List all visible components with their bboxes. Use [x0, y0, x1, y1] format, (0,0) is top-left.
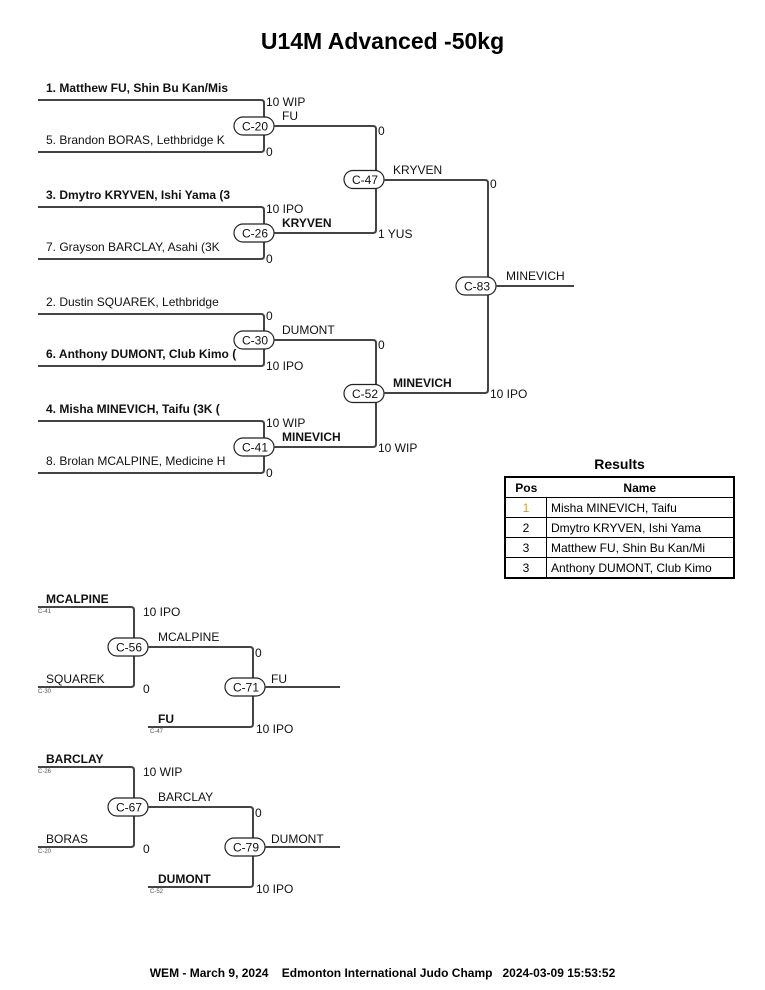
- contest-id-label: C-71: [233, 681, 259, 695]
- round1-winner: MINEVICH: [282, 430, 341, 444]
- results-pos: 3: [505, 537, 547, 558]
- rep-score: 10 IPO: [256, 882, 293, 896]
- contest-id-label: C-41: [242, 441, 268, 455]
- bronze-winner-label: DUMONT: [271, 832, 324, 846]
- results-panel: Results Pos Name 1 Misha MINEVICH, Taifu…: [504, 456, 735, 579]
- rep-entry-label: SQUAREK: [46, 672, 105, 686]
- rep-score: 0: [143, 682, 150, 696]
- round2-score: 0: [378, 124, 385, 138]
- entry-label: 4. Misha MINEVICH, Taifu (3K (: [46, 402, 220, 416]
- results-row: 3 Anthony DUMONT, Club Kimo: [505, 557, 734, 578]
- results-table: Pos Name 1 Misha MINEVICH, Taifu 2 Dmytr…: [504, 476, 735, 579]
- rep-entry-label: BORAS: [46, 832, 88, 846]
- entry-label: 7. Grayson BARCLAY, Asahi (3K: [46, 240, 220, 254]
- rep-entry-source: C-20: [38, 849, 52, 855]
- page-title: U14M Advanced -50kg: [260, 28, 505, 54]
- results-header-pos: Pos: [505, 477, 547, 498]
- rep-entry-source: C-30: [38, 689, 52, 695]
- results-name: Misha MINEVICH, Taifu: [546, 497, 734, 518]
- rep-entry-source: C-41: [38, 609, 52, 615]
- rep-entry-label: DUMONT: [158, 872, 211, 886]
- footer: WEM - March 9, 2024 Edmonton Internation…: [0, 966, 765, 980]
- rep-entry-label: MCALPINE: [46, 592, 109, 606]
- final-score: 0: [490, 177, 497, 191]
- rep-entry-source: C-52: [150, 889, 164, 895]
- bronze-winner-label: FU: [271, 672, 287, 686]
- results-name: Anthony DUMONT, Club Kimo: [546, 557, 734, 578]
- round2-score: 0: [378, 338, 385, 352]
- results-pos: 1: [505, 497, 547, 518]
- contest-id-label: C-26: [242, 227, 268, 241]
- contest-id-label: C-83: [464, 280, 490, 294]
- results-row: 1 Misha MINEVICH, Taifu: [505, 497, 734, 518]
- rep-entry-source: C-26: [38, 769, 52, 775]
- results-pos: 3: [505, 557, 547, 578]
- rep-score: 10 WIP: [143, 765, 182, 779]
- contest-id-label: C-79: [233, 841, 259, 855]
- entry-label: 8. Brolan MCALPINE, Medicine H: [46, 454, 225, 468]
- round2-winner: MINEVICH: [393, 376, 452, 390]
- round2-score: 1 YUS: [378, 227, 412, 241]
- entry-score: 10 IPO: [266, 359, 303, 373]
- results-header-name: Name: [546, 477, 734, 498]
- contest-id-label: C-47: [352, 173, 378, 187]
- round1-winner: FU: [282, 109, 298, 123]
- entry-score: 10 WIP: [266, 95, 305, 109]
- rep-score: 10 IPO: [143, 605, 180, 619]
- entry-label: 5. Brandon BORAS, Lethbridge K: [46, 133, 225, 147]
- footer-tournament: Edmonton International Judo Champ: [281, 966, 493, 980]
- results-name: Matthew FU, Shin Bu Kan/Mi: [546, 537, 734, 558]
- entry-score: 0: [266, 309, 273, 323]
- footer-timestamp: 2024-03-09 15:53:52: [502, 966, 616, 980]
- contest-id-label: C-30: [242, 334, 268, 348]
- rep-winner-label: BARCLAY: [158, 790, 213, 804]
- contest-id-label: C-56: [116, 641, 142, 655]
- results-header-row: Pos Name: [505, 477, 734, 498]
- entry-label: 6. Anthony DUMONT, Club Kimo (: [46, 347, 236, 361]
- entry-score: 0: [266, 252, 273, 266]
- entry-score: 0: [266, 466, 273, 480]
- final-score: 10 IPO: [490, 387, 527, 401]
- contest-id-label: C-52: [352, 387, 378, 401]
- round1-winner: DUMONT: [282, 323, 335, 337]
- entry-label: 1. Matthew FU, Shin Bu Kan/Mis: [46, 81, 228, 95]
- entry-label: 3. Dmytro KRYVEN, Ishi Yama (3: [46, 188, 230, 202]
- rep-score: 0: [255, 806, 262, 820]
- round2-winner: KRYVEN: [393, 163, 442, 177]
- results-name: Dmytro KRYVEN, Ishi Yama: [546, 517, 734, 538]
- contest-id-label: C-20: [242, 120, 268, 134]
- entry-score: 10 IPO: [266, 202, 303, 216]
- entry-label: 2. Dustin SQUAREK, Lethbridge: [46, 295, 219, 309]
- round1-winner: KRYVEN: [282, 216, 332, 230]
- champion-label: MINEVICH: [506, 269, 565, 283]
- rep-entry-label: FU: [158, 712, 174, 726]
- results-row: 3 Matthew FU, Shin Bu Kan/Mi: [505, 537, 734, 558]
- results-title: Results: [594, 456, 645, 472]
- rep-score: 10 IPO: [256, 722, 293, 736]
- footer-event: WEM - March 9, 2024: [149, 966, 269, 980]
- rep-entry-source: C-47: [150, 729, 164, 735]
- round2-score: 10 WIP: [378, 441, 417, 455]
- rep-score: 0: [143, 842, 150, 856]
- rep-score: 0: [255, 646, 262, 660]
- rep-entry-label: BARCLAY: [46, 752, 104, 766]
- entry-score: 10 WIP: [266, 416, 305, 430]
- contest-id-label: C-67: [116, 801, 142, 815]
- rep-winner-label: MCALPINE: [158, 630, 219, 644]
- entry-score: 0: [266, 145, 273, 159]
- results-pos: 2: [505, 517, 547, 538]
- results-row: 2 Dmytro KRYVEN, Ishi Yama: [505, 517, 734, 538]
